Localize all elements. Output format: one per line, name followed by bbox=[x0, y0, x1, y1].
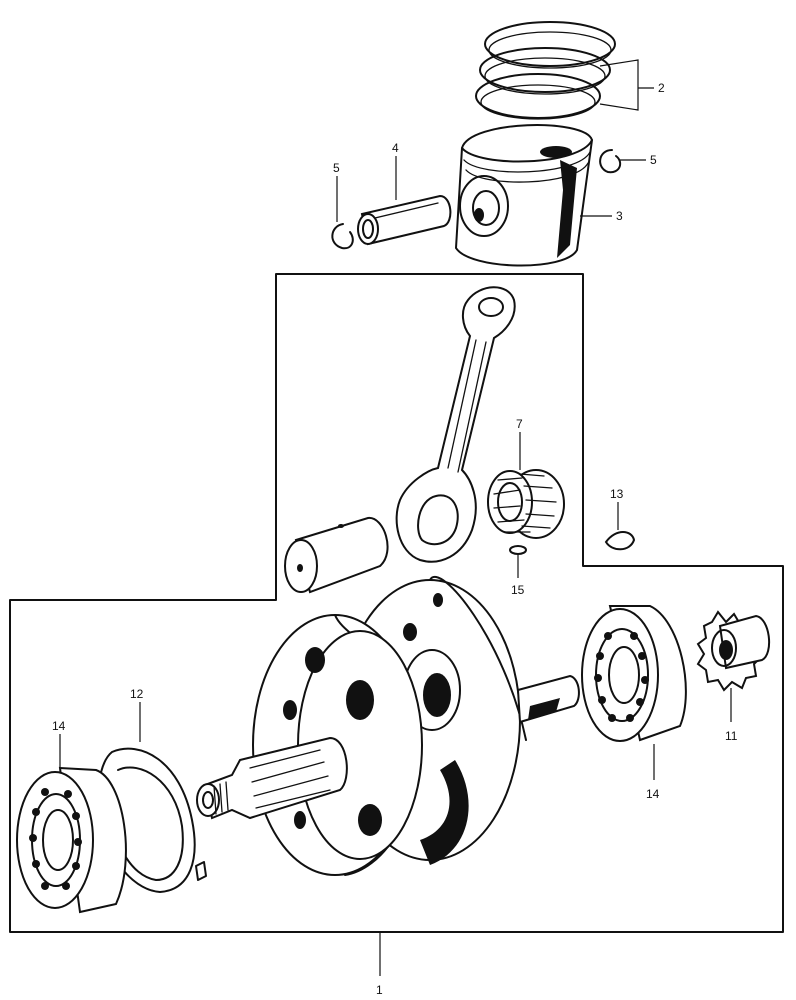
crankshaft-left-shaft bbox=[196, 736, 348, 820]
pin-clip-left bbox=[331, 223, 354, 250]
piston-rings bbox=[475, 21, 616, 120]
callout-13: 13 bbox=[610, 487, 624, 501]
ball-bearing-left bbox=[16, 734, 127, 914]
piston-pin bbox=[357, 194, 452, 246]
callout-14-left: 14 bbox=[52, 719, 66, 733]
crank-pin bbox=[284, 517, 389, 594]
pin-clip-right bbox=[599, 149, 622, 174]
assembly-boundary-frame bbox=[9, 273, 784, 933]
woodruff-key bbox=[604, 531, 636, 551]
ball-bearing-right bbox=[581, 605, 687, 780]
needle-bearing bbox=[487, 469, 565, 539]
callout-15: 15 bbox=[511, 583, 525, 597]
callout-7: 7 bbox=[516, 417, 523, 431]
callout-5-right: 5 bbox=[650, 153, 657, 167]
callout-12: 12 bbox=[130, 687, 144, 701]
piston bbox=[454, 124, 612, 267]
cam-sprocket bbox=[696, 610, 771, 722]
pin-small bbox=[509, 545, 527, 578]
leader-lines bbox=[336, 59, 654, 976]
callout-labels: 1 2 3 4 5 5 7 11 12 13 14 14 15 bbox=[52, 81, 738, 997]
callout-3: 3 bbox=[616, 209, 623, 223]
callout-2: 2 bbox=[658, 81, 665, 95]
callout-5-left: 5 bbox=[333, 161, 340, 175]
crankshaft-flywheels bbox=[252, 576, 527, 876]
callout-4: 4 bbox=[392, 141, 399, 155]
callout-11: 11 bbox=[725, 729, 738, 743]
crankshaft-right-shaft bbox=[516, 674, 580, 724]
callout-1: 1 bbox=[376, 983, 383, 997]
connecting-rod bbox=[395, 286, 516, 563]
callout-14-right: 14 bbox=[646, 787, 660, 801]
